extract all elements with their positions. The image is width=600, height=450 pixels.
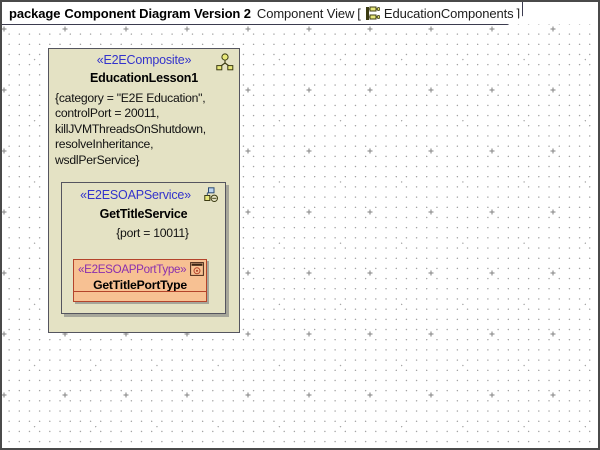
composite-property-line: {category = "E2E Education",	[55, 91, 206, 105]
port-type-header: «E2ESOAPPortType»	[74, 260, 206, 276]
package-header-tab[interactable]: package Component Diagram Version 2 Comp…	[2, 2, 524, 25]
service-properties: {port = 10011}	[116, 226, 189, 240]
composite-component-node[interactable]: «E2EComposite» EducationLesson1 {categor…	[48, 48, 240, 333]
composite-properties: {category = "E2E Education", controlPort…	[55, 91, 239, 168]
port-type-name: GetTitlePortType	[93, 278, 187, 292]
composite-property-line: controlPort = 20011,	[55, 106, 160, 121]
composite-name: EducationLesson1	[90, 71, 198, 85]
bracket-open: [	[357, 5, 361, 21]
package-keyword: package	[9, 5, 61, 21]
port-type-node[interactable]: «E2ESOAPPortType» GetTitlePortType	[73, 259, 207, 302]
composite-property-line: killJVMThreadsOnShutdown,	[55, 121, 206, 136]
port-type-stereotype: «E2ESOAPPortType»	[78, 262, 187, 276]
port-type-icon	[190, 262, 204, 276]
view-name: Component View	[256, 5, 355, 21]
service-name: GetTitleService	[99, 207, 188, 221]
soap-service-node[interactable]: «E2ESOAPService» GetTitleService {port =…	[61, 182, 226, 314]
composite-property-line: wsdlPerService}	[55, 152, 140, 167]
composite-component-icon	[216, 53, 234, 71]
bracket-close: ]	[516, 5, 521, 21]
soap-service-icon	[204, 187, 219, 203]
service-stereotype: «E2ESOAPService»	[80, 188, 191, 202]
component-diagram-icon	[365, 6, 380, 21]
composite-stereotype: «E2EComposite»	[96, 53, 192, 67]
package-name: Component Diagram Version 2	[64, 5, 251, 21]
diagram-name: EducationComponents	[383, 5, 514, 21]
port-type-divider	[74, 291, 206, 292]
composite-property-line: resolveInheritance,	[55, 137, 154, 152]
